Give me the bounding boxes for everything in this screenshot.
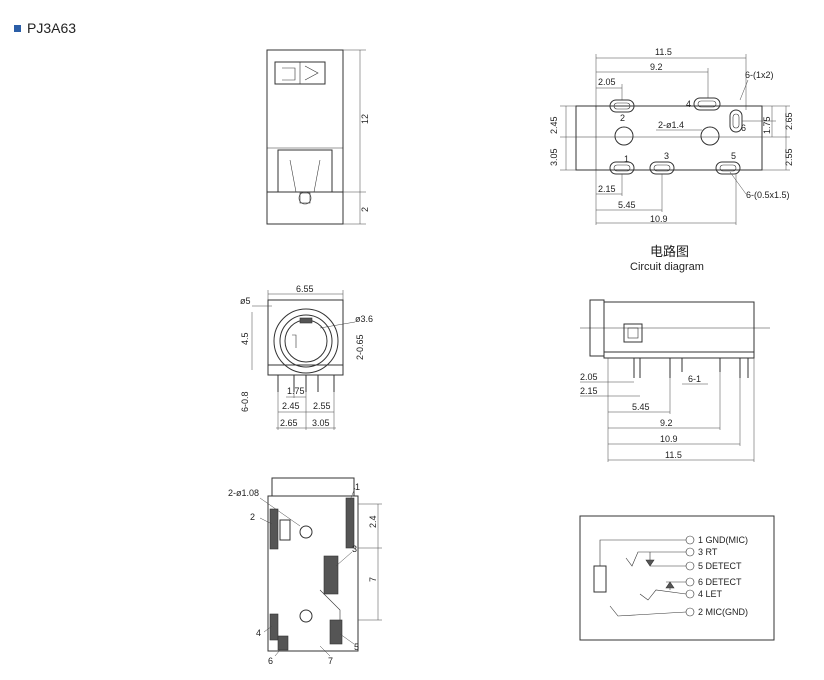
fp-pin-3: 3 (664, 151, 669, 161)
bv-pin-2: 2 (250, 512, 255, 522)
dim-outer-d5: ø5 (240, 296, 251, 306)
dim-7: 7 (368, 577, 378, 582)
sv-dim-6-1: 6-1 (688, 374, 701, 384)
dim-inner-d3-6: ø3.6 (355, 314, 373, 324)
fp-pin-1: 1 (624, 154, 629, 164)
bv-pin-1: 1 (355, 482, 360, 492)
fp-dim-hole-2-d1-4: 2-ø1.4 (658, 120, 684, 130)
dim-hole-2-d1-08: 2-ø1.08 (228, 488, 259, 498)
circuit-label-mic-gnd: 2 MIC(GND) (698, 607, 748, 617)
dim-2-65: 2.65 (280, 418, 298, 428)
dim-2-55: 2.55 (313, 401, 331, 411)
fp-dim-1-75: 1.75 (762, 116, 772, 134)
circuit-label-detect-6: 6 DETECT (698, 577, 742, 587)
front-view: 6.55 ø5 ø3.6 4.5 2-0.65 6-0.8 1.75 2.45 … (240, 284, 373, 430)
bv-pin-6: 6 (268, 656, 273, 666)
fp-dim-10-9: 10.9 (650, 214, 668, 224)
bv-pin-4: 4 (256, 628, 261, 638)
fp-dim-11-5: 11.5 (655, 47, 672, 57)
bullet-icon (14, 24, 21, 32)
fp-dim-2-15: 2.15 (598, 184, 616, 194)
side-view: 2.05 2.15 6-1 5.45 9.2 10.9 11.5 (580, 299, 770, 462)
sv-dim-2-05: 2.05 (580, 372, 598, 382)
fp-pad-bottom: 6-(0.5x1.5) (746, 190, 790, 200)
sv-dim-2-15: 2.15 (580, 386, 598, 396)
sv-dim-11-5: 11.5 (665, 450, 682, 460)
dim-offset-2-0-65: 2-0.65 (355, 334, 365, 360)
fp-pin-2: 2 (620, 113, 625, 123)
pcb-footprint: 11.5 9.2 2.05 6-(1x2) 2-ø1.4 2 4 6 1 3 5 (549, 47, 794, 225)
fp-dim-2-05: 2.05 (598, 77, 616, 87)
dim-2-45: 2.45 (282, 401, 300, 411)
bv-pin-7: 7 (328, 656, 333, 666)
fp-pin-5: 5 (731, 151, 736, 161)
dim-pin-6-0-8: 6-0.8 (240, 391, 250, 412)
circuit-title-cn: 电路图 (650, 244, 689, 259)
circuit-schematic: 1 GND(MIC) 3 RT 5 DETECT 6 DETECT 4 LET … (579, 515, 775, 641)
dim-1-75: 1.75 (287, 386, 305, 396)
dim-length-12: 12 (360, 114, 370, 124)
circuit-label-gnd-mic: 1 GND(MIC) (698, 535, 748, 545)
bv-pin-5: 5 (354, 642, 359, 652)
product-title: PJ3A63 (14, 20, 76, 36)
dim-3-05: 3.05 (312, 418, 330, 428)
fp-pin-4: 4 (686, 99, 691, 109)
fp-dim-2-55: 2.55 (784, 148, 794, 166)
bv-pin-3: 3 (352, 544, 357, 554)
fp-pad-top: 6-(1x2) (745, 70, 774, 80)
circuit-label-detect-5: 5 DETECT (698, 561, 742, 571)
fp-dim-2-65: 2.65 (784, 112, 794, 130)
fp-dim-5-45: 5.45 (618, 200, 636, 210)
dim-width-6-55: 6.55 (296, 284, 314, 294)
dim-2-4: 2.4 (368, 515, 378, 528)
bottom-view: 2-ø1.08 2.4 7 1 2 3 4 5 6 7 (228, 477, 382, 666)
fp-pin-6: 6 (741, 123, 746, 133)
dim-height-4-5: 4.5 (240, 332, 250, 345)
circuit-title-en: Circuit diagram (630, 261, 704, 273)
product-title-text: PJ3A63 (27, 20, 77, 36)
circuit-label-rt: 3 RT (698, 547, 718, 557)
sv-dim-10-9: 10.9 (660, 434, 678, 444)
fp-dim-3-05: 3.05 (549, 148, 559, 166)
fp-dim-9-2: 9.2 (650, 62, 663, 72)
fp-dim-2-45: 2.45 (549, 116, 559, 134)
top-view: 12 2 (266, 49, 370, 225)
sv-dim-9-2: 9.2 (660, 418, 673, 428)
sv-dim-5-45: 5.45 (632, 402, 650, 412)
circuit-label-let: 4 LET (698, 589, 723, 599)
dim-pin-2: 2 (360, 207, 370, 212)
